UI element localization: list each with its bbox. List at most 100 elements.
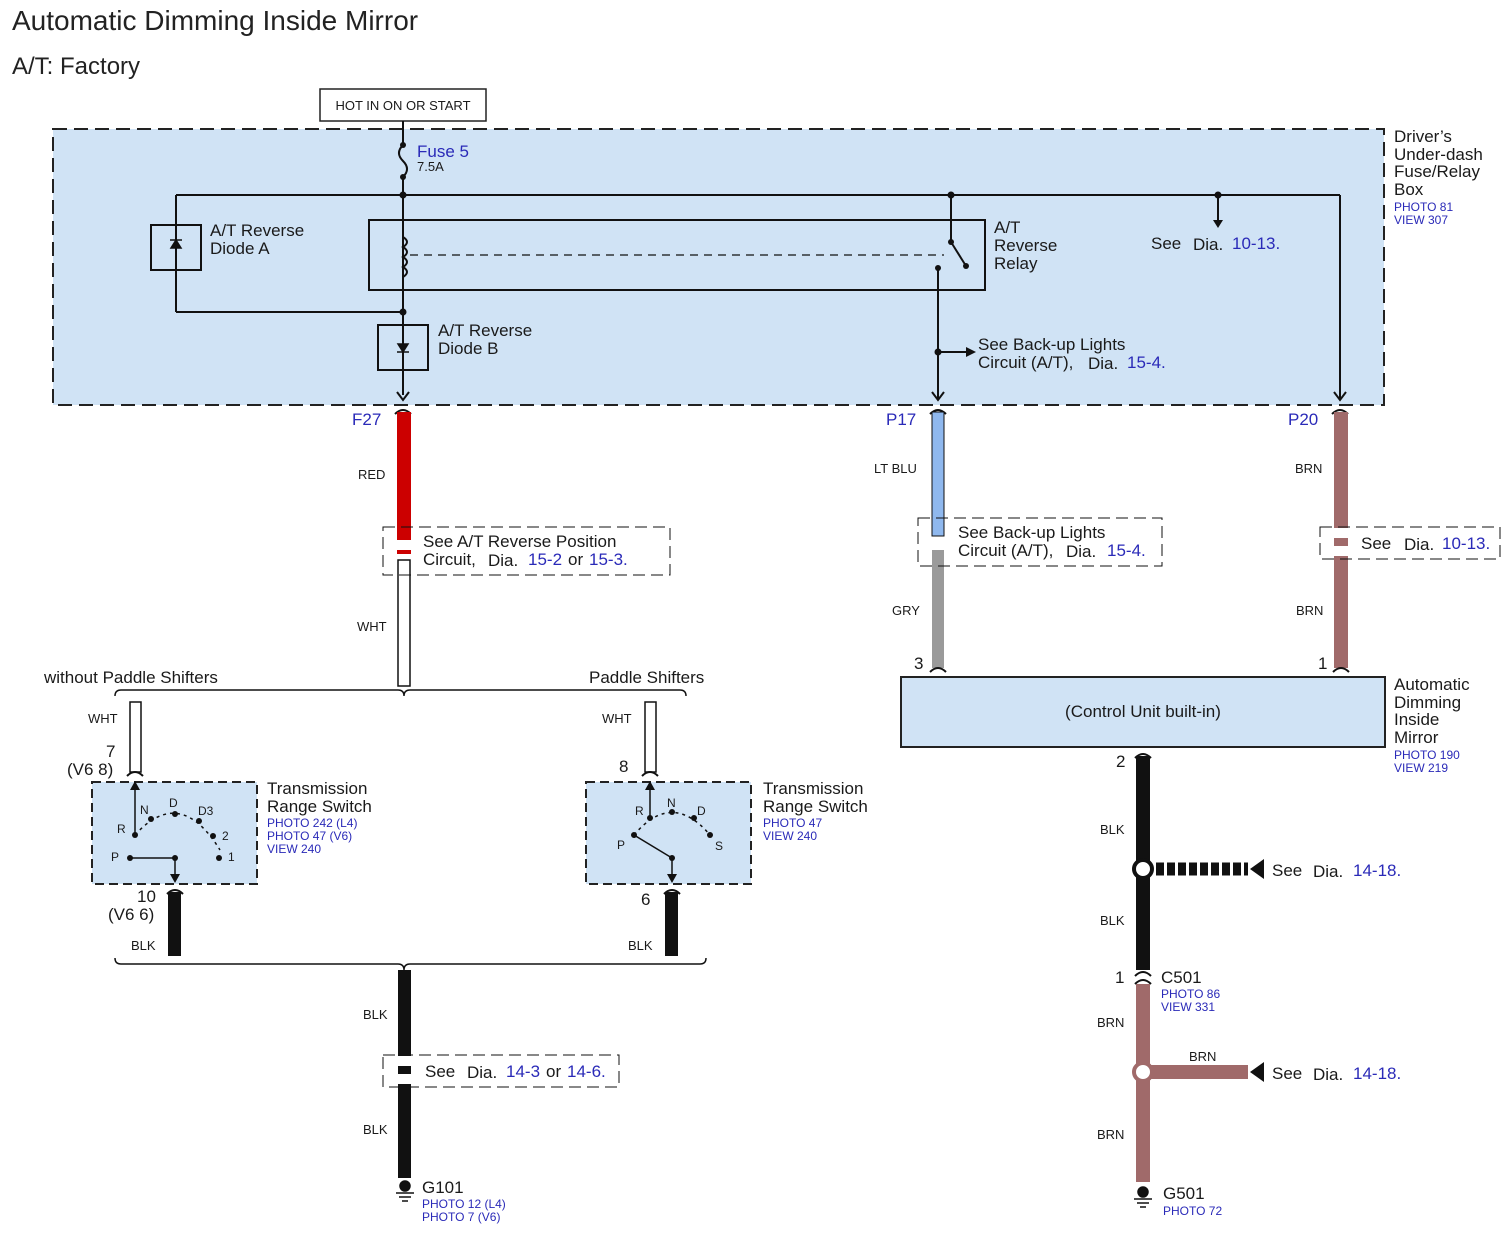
see-relay-ref: 10-13.: [1232, 234, 1280, 253]
see-relay-dia: Dia.: [1193, 235, 1223, 254]
brn-note-dia: Dia.: [1404, 535, 1434, 554]
wht-left-label: WHT: [88, 711, 118, 726]
junction-dots: [399, 142, 1222, 356]
c501-pin: 1: [1115, 968, 1124, 987]
arrow-down-icon: [1213, 220, 1223, 228]
trs-right-box: [585, 781, 752, 885]
brn-label-2: BRN: [1296, 603, 1323, 618]
see-1418a-ref: 14-18.: [1353, 861, 1401, 880]
connector-p20: P20: [1288, 410, 1318, 429]
trs-right-pos-r: R: [635, 804, 644, 818]
brn-wire-top: [1334, 412, 1348, 528]
see-1418b-dia: Dia.: [1313, 1065, 1343, 1084]
see-backup-dia: Dia.: [1088, 354, 1118, 373]
diode-a-label-1: A/T Reverse: [210, 221, 304, 240]
gry-label: GRY: [892, 603, 920, 618]
blk-ground-label-2: BLK: [363, 1122, 388, 1137]
blk-wire-stub: [398, 1066, 411, 1074]
g501-photo: PHOTO 72: [1163, 1204, 1222, 1218]
trs-left-pin-bottom-alt: (V6 6): [108, 905, 154, 924]
diode-a-label-2: Diode A: [210, 239, 270, 258]
trs-left-pos-p: P: [111, 850, 119, 864]
blk-wire-ground: [398, 970, 411, 1056]
branch-bracket: [114, 689, 687, 697]
relay-label-1: A/T: [994, 218, 1020, 237]
connector-arc: [1332, 667, 1350, 673]
ground-note-dia: Dia.: [467, 1063, 497, 1082]
ground-note-ref2: 14-6.: [567, 1062, 606, 1081]
wht-wire-right: [644, 701, 657, 773]
blk-wire-right: [665, 892, 678, 956]
mirror-inner-label: (Control Unit built-in): [1065, 702, 1221, 721]
trs-left-ref-1: PHOTO 242 (L4): [267, 816, 357, 830]
arrow-up-icon: [130, 781, 140, 790]
see-backup-line2: Circuit (A/T),: [978, 353, 1073, 372]
connector-arc: [126, 771, 144, 777]
see-1418a-see: See: [1272, 861, 1302, 880]
trs-left-pos-2: 2: [222, 829, 229, 843]
power-source-label: HOT IN ON OR START: [335, 98, 470, 113]
mirror-name-4: Mirror: [1394, 728, 1439, 747]
trs-right-position-dots: [631, 809, 713, 861]
see-backup-line1: See Back-up Lights: [978, 335, 1125, 354]
trs-right-pin-bottom: 6: [641, 890, 650, 909]
backup-note-dia: Dia.: [1066, 542, 1096, 561]
trs-left-pos-d3: D3: [198, 804, 214, 818]
arrow-down-icon: [667, 874, 677, 883]
gry-wire: [932, 550, 944, 668]
brn-ground-label-1: BRN: [1097, 1015, 1124, 1030]
fuse-box-internal-wiring: [175, 121, 1341, 400]
brn-branch-label: BRN: [1189, 1049, 1216, 1064]
connector-arc: [1134, 979, 1152, 985]
g101-ref-1: PHOTO 12 (L4): [422, 1197, 506, 1211]
brn-note-ref: 10-13.: [1442, 534, 1490, 553]
mirror-pin-2: 2: [1116, 752, 1125, 771]
trs-left-name-2: Range Switch: [267, 797, 372, 816]
diode-a-icon: [169, 225, 183, 270]
brn-ground-label-2: BRN: [1097, 1127, 1124, 1142]
reverse-position-line1: See A/T Reverse Position: [423, 532, 616, 551]
trs-left-pin-bottom: 10: [137, 887, 156, 906]
fuse-box-photo: PHOTO 81: [1394, 200, 1453, 214]
trs-right-name-1: Transmission: [763, 779, 863, 798]
arrow-right-icon: [966, 347, 976, 357]
mirror-pin-1: 1: [1318, 654, 1327, 673]
fuse-relay-box: [52, 128, 1385, 406]
reverse-position-or: or: [568, 550, 583, 569]
fuse-rating: 7.5A: [417, 159, 444, 174]
brn-wire-stub: [1334, 538, 1348, 546]
trs-right-pos-p: P: [617, 838, 625, 852]
trs-right-pos-n: N: [667, 796, 676, 810]
ground-note-or: or: [546, 1062, 561, 1081]
wht-wire: [397, 559, 411, 687]
diode-b-label-1: A/T Reverse: [438, 321, 532, 340]
c501-photo: PHOTO 86: [1161, 987, 1220, 1001]
note-gap: [396, 540, 412, 550]
trs-left-pos-n: N: [140, 803, 149, 817]
reverse-position-ref2: 15-3.: [589, 550, 628, 569]
branch-left-label: without Paddle Shifters: [43, 668, 218, 687]
ground-icon: [1134, 1186, 1152, 1208]
see-1418a-dia: Dia.: [1313, 862, 1343, 881]
relay-label-2: Reverse: [994, 236, 1057, 255]
red-wire: [397, 412, 411, 544]
mirror-name-3: Inside: [1394, 710, 1439, 729]
diode-b-label-2: Diode B: [438, 339, 498, 358]
reverse-position-ref1: 15-2: [528, 550, 562, 569]
g101-name: G101: [422, 1178, 464, 1197]
trs-left-position-dots: [127, 811, 222, 861]
connector-p17: P17: [886, 410, 916, 429]
mirror-photo: PHOTO 190: [1394, 748, 1460, 762]
reverse-position-note-box: [382, 526, 671, 576]
blk-left-label: BLK: [131, 938, 156, 953]
lt-blu-wire: [931, 411, 945, 537]
page-subtitle: A/T: Factory: [12, 53, 140, 80]
relay-coil-icon: [401, 236, 944, 278]
trs-right-pos-d: D: [697, 804, 706, 818]
brn-branch-wire: [1150, 1065, 1248, 1079]
splice-junction-brn: [1132, 1061, 1154, 1083]
see-backup-ref: 15-4.: [1127, 353, 1166, 372]
arrow-left-icon: [1250, 1062, 1264, 1082]
c501-view: VIEW 331: [1161, 1000, 1215, 1014]
branch-right-label: Paddle Shifters: [589, 668, 704, 687]
